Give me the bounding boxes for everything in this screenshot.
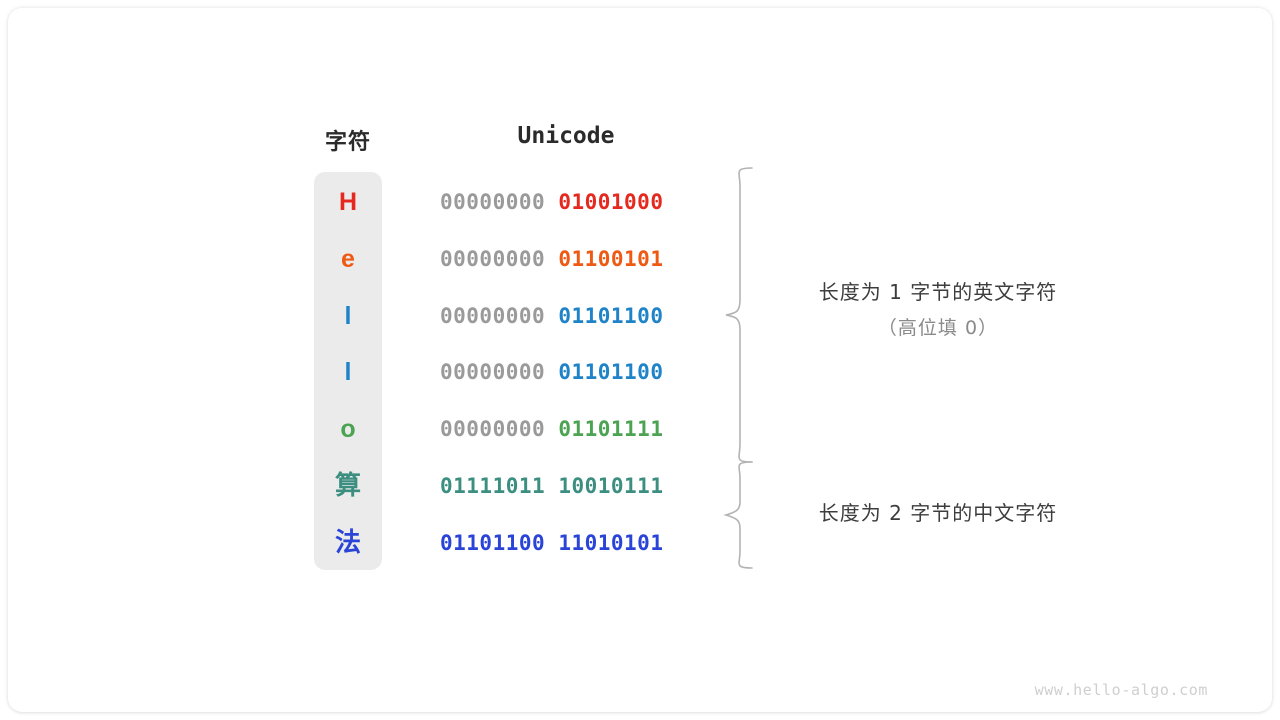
character-cell: 法: [334, 527, 361, 558]
annotation-one-byte: 长度为 1 字节的英文字符 （高位填 0）: [770, 276, 1106, 340]
unicode-high-byte: 01111011: [440, 474, 546, 498]
unicode-high-byte: 00000000: [440, 417, 546, 442]
unicode-low-byte: 10010111: [558, 474, 664, 498]
character-column-background: [314, 172, 382, 570]
annotation-two-byte: 长度为 2 字节的中文字符: [770, 497, 1106, 526]
unicode-code-row: 00000000 01101100: [440, 299, 692, 333]
unicode-low-byte: 01101100: [558, 303, 664, 328]
unicode-code-row: 00000000 01101100: [440, 355, 692, 389]
column-header-character: 字符: [324, 129, 371, 154]
unicode-code-row: 00000000 01001000: [440, 185, 692, 219]
character-cell: 算: [334, 471, 361, 501]
unicode-high-byte: 01101100: [440, 530, 546, 555]
unicode-low-byte: 01101100: [558, 360, 664, 385]
unicode-low-byte: 01001000: [558, 190, 664, 214]
unicode-low-byte: 11010101: [558, 530, 664, 555]
character-cell: H: [338, 188, 358, 216]
brace-two-byte-group: [723, 461, 753, 569]
unicode-code-row: 01111011 10010111: [440, 469, 692, 503]
unicode-code-row: 01101100 11010101: [440, 526, 692, 560]
unicode-high-byte: 00000000: [440, 190, 546, 214]
character-cell: l: [344, 301, 352, 330]
annotation-two-byte-main: 长度为 2 字节的中文字符: [818, 501, 1058, 525]
unicode-high-byte: 00000000: [440, 303, 546, 328]
annotation-one-byte-sub: （高位填 0）: [877, 317, 999, 339]
unicode-code-row: 00000000 01101111: [440, 412, 692, 446]
unicode-high-byte: 00000000: [440, 360, 546, 385]
character-cell: o: [340, 415, 356, 444]
annotation-one-byte-main: 长度为 1 字节的英文字符: [818, 280, 1058, 304]
character-cell: l: [344, 358, 352, 387]
unicode-code-row: 00000000 01100101: [440, 242, 692, 276]
brace-one-byte-group: [725, 167, 753, 463]
column-header-unicode: Unicode: [517, 123, 615, 149]
unicode-low-byte: 01100101: [558, 246, 664, 271]
unicode-high-byte: 00000000: [440, 246, 546, 271]
character-cell: e: [341, 244, 355, 273]
unicode-low-byte: 01101111: [558, 417, 664, 442]
watermark-url: www.hello-algo.com: [1034, 681, 1208, 699]
